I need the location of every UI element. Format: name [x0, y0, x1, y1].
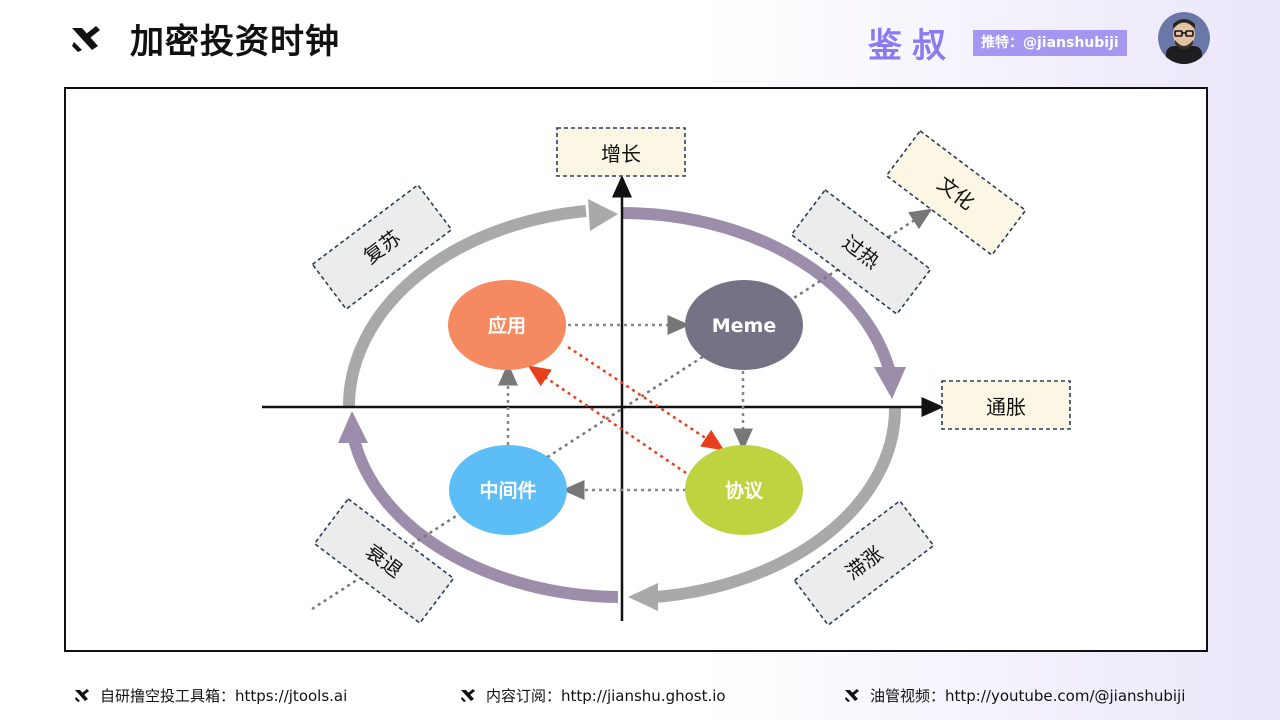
inflation-label: 通胀 [986, 395, 1026, 419]
tool-logo-icon [461, 689, 475, 702]
node-meme: Meme [685, 280, 803, 370]
culture-diagonal-line [311, 208, 933, 611]
arrowhead-gray-top [588, 199, 618, 231]
brand-name: 鉴叔 [868, 26, 956, 66]
node-middleware-label: 中间件 [479, 479, 536, 502]
logo-icon [72, 26, 100, 52]
node-connectors [498, 315, 753, 500]
node-meme-label: Meme [712, 315, 776, 337]
header: 加密投资时钟 鉴叔 推特：@jianshubiji [0, 0, 1280, 80]
culture-box: 文化 [885, 129, 1027, 257]
footer-tools-link[interactable]: 自研撸空投工具箱：https://jtools.ai [72, 685, 347, 705]
axes [262, 175, 944, 621]
footer-subscribe-link[interactable]: 内容订阅：http://jianshu.ghost.io [458, 685, 726, 705]
avatar [1158, 12, 1210, 64]
node-middleware: 中间件 [449, 445, 567, 535]
footer-subscribe-text: 内容订阅：http://jianshu.ghost.io [486, 686, 726, 705]
node-application: 应用 [448, 280, 566, 370]
footer-youtube-link[interactable]: 油管视频：http://youtube.com/@jianshubiji [842, 685, 1185, 705]
tool-logo-icon [845, 689, 859, 702]
node-application-label: 应用 [488, 314, 526, 337]
footer-tools-text: 自研撸空投工具箱：https://jtools.ai [100, 686, 348, 705]
phase-recession-box: 衰退 [313, 497, 455, 625]
phase-stagflation-box: 滞涨 [793, 499, 935, 627]
page-title: 加密投资时钟 [130, 22, 340, 62]
phase-recovery-box: 复苏 [311, 183, 453, 311]
diagram-frame: 增长 通胀 复苏 过热 文化 衰退 滞涨 应用 [64, 87, 1208, 652]
footer-youtube-text: 油管视频：http://youtube.com/@jianshubiji [870, 686, 1186, 705]
arrowhead-gray-bottom [628, 583, 658, 611]
arrowhead-purple-left [338, 411, 368, 443]
growth-label-box: 增长 [556, 127, 686, 177]
investment-clock-diagram: 增长 通胀 复苏 过热 文化 衰退 滞涨 应用 [262, 127, 1071, 627]
growth-label: 增长 [601, 142, 641, 166]
recommend-badge[interactable]: 推特：@jianshubiji [973, 30, 1127, 56]
inflation-label-box: 通胀 [941, 380, 1071, 430]
footer: 自研撸空投工具箱：https://jtools.ai 内容订阅：http://j… [0, 676, 1280, 716]
node-protocol-label: 协议 [725, 479, 764, 502]
tool-logo-icon [75, 689, 89, 702]
node-protocol: 协议 [685, 445, 803, 535]
phase-overheat-box: 过热 [790, 188, 932, 316]
arrowhead-purple-right [874, 367, 906, 399]
cycle-arcs [338, 199, 906, 611]
